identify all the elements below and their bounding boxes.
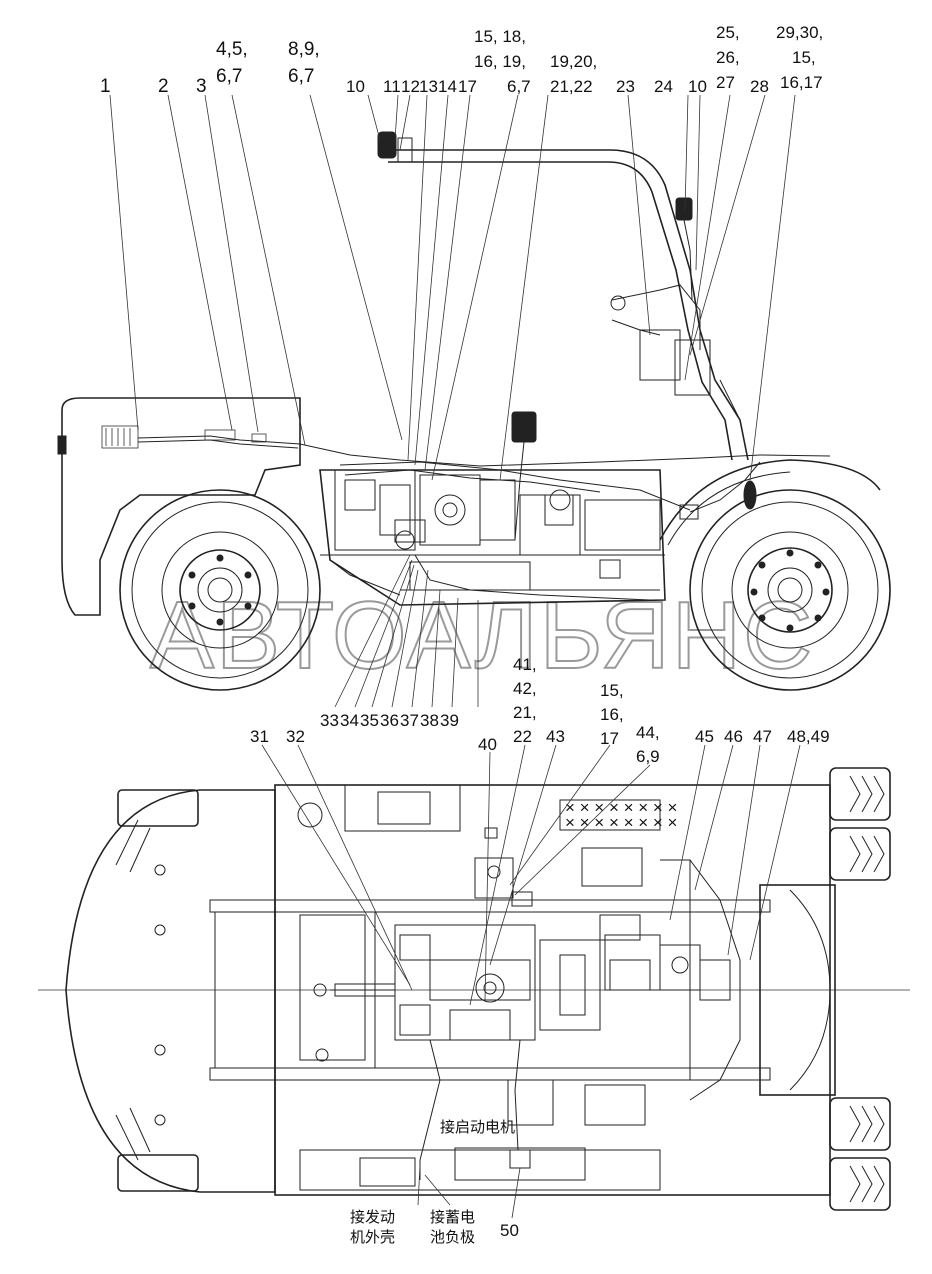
top-callouts: 31 32 40 41, 42, 21, 22 43 15, 16, 17 44…: [250, 655, 830, 1240]
callout: 3: [196, 76, 207, 97]
callout: 17: [458, 77, 477, 96]
rear-wheel: [119, 489, 321, 691]
callout: 17: [600, 729, 619, 748]
callout: 44,: [636, 723, 660, 742]
callout: 15, 18,: [474, 27, 526, 46]
callout: 48,49: [787, 727, 830, 746]
callout: 36: [380, 711, 399, 730]
callout: 50: [500, 1221, 519, 1240]
callout: 8,9,: [288, 39, 320, 60]
callout: 19,20,: [550, 52, 597, 71]
svg-text:× × × × × × × ×: × × × × × × × ×: [565, 798, 677, 817]
rear-tyres: [117, 789, 199, 1192]
callout: 27: [716, 73, 735, 92]
callout: 14: [438, 77, 457, 96]
connection-notes: 接启动电机 接发动 机外壳 接蓄电 池负极: [350, 1118, 515, 1246]
callout: 26,: [716, 48, 740, 67]
callout: 4,5,: [216, 39, 248, 60]
front-lamp: [743, 480, 757, 510]
work-lamp-rear: [377, 131, 397, 159]
callout: 21,: [513, 703, 537, 722]
callout: 25,: [716, 23, 740, 42]
callout: 16, 19,: [474, 52, 526, 71]
chassis-frame: [319, 469, 666, 606]
callout: 31: [250, 727, 269, 746]
callout: 32: [286, 727, 305, 746]
callout: 34: [340, 711, 359, 730]
callout: 23: [616, 77, 635, 96]
note-engine-housing: 接发动: [350, 1208, 395, 1226]
top-view: × × × × × × × × × × × × × × × ×: [38, 655, 910, 1246]
overhead-guard: [388, 149, 749, 461]
front-wheel: [689, 489, 891, 691]
front-tyres: [829, 767, 891, 1211]
callout: 46: [724, 727, 743, 746]
callout: 43: [546, 727, 565, 746]
callout: 13: [419, 77, 438, 96]
callout: 10: [688, 77, 707, 96]
callout: 29,30,: [776, 23, 823, 42]
side-callouts: 1 2 3 4,5, 6,7 8,9, 6,7 10 11 12 13 14 1…: [100, 23, 823, 730]
callout: 12: [401, 77, 420, 96]
callout: 21,22: [550, 77, 593, 96]
note-battery-negative-2: 池负极: [430, 1228, 475, 1246]
callout: 6,7: [288, 66, 314, 87]
counterweight: [61, 397, 301, 616]
callout: 28: [750, 77, 769, 96]
frame-rail-right: [209, 1067, 771, 1081]
callout: 6,7: [216, 66, 242, 87]
note-starter-motor: 接启动电机: [440, 1118, 515, 1136]
relay-box: [511, 411, 537, 443]
battery: [454, 1147, 586, 1181]
callout: 35: [360, 711, 379, 730]
control-panel: [474, 857, 514, 899]
rear-light-box: [101, 425, 139, 449]
callout: 33: [320, 711, 339, 730]
callout: 42,: [513, 679, 537, 698]
callout: 2: [158, 76, 169, 97]
callout: 6,9: [636, 747, 660, 766]
counterweight-top: [65, 789, 276, 1193]
callout: 22: [513, 727, 532, 746]
front-axle: [759, 884, 836, 1096]
steering-column: [611, 284, 701, 350]
callout: 15,: [792, 48, 816, 67]
side-leaders: [109, 94, 796, 708]
callout: 38: [420, 711, 439, 730]
dashboard: [639, 329, 681, 381]
battery-cover: × × × × × × × × × × × × × × × ×: [559, 798, 677, 832]
callout: 11: [383, 77, 401, 96]
work-lamp-front: [675, 197, 693, 221]
callout: 16,17: [780, 73, 823, 92]
callout: 37: [400, 711, 419, 730]
callout: 41,: [513, 655, 537, 674]
front-fender: [659, 459, 881, 541]
callout: 6,7: [507, 77, 531, 96]
callout: 10: [346, 77, 365, 96]
rear-lamp: [57, 435, 67, 455]
top-leaders: [261, 744, 801, 1219]
callout: 40: [478, 735, 497, 754]
note-battery-negative: 接蓄电: [430, 1208, 475, 1226]
callout: 39: [440, 711, 459, 730]
callout: 45: [695, 727, 714, 746]
side-view: АВТОАЛЬЯНС: [57, 23, 891, 730]
callout: 16,: [600, 705, 624, 724]
callout: 15,: [600, 681, 624, 700]
rear-harness: [137, 435, 831, 467]
callout: 47: [753, 727, 772, 746]
note-engine-housing-2: 机外壳: [350, 1228, 395, 1246]
engine-cluster: [334, 469, 574, 551]
callout: 1: [100, 76, 111, 97]
engine-top-cluster: [330, 914, 731, 1041]
svg-text:× × × × × × × ×: × × × × × × × ×: [565, 813, 677, 832]
callout: 24: [654, 77, 673, 96]
